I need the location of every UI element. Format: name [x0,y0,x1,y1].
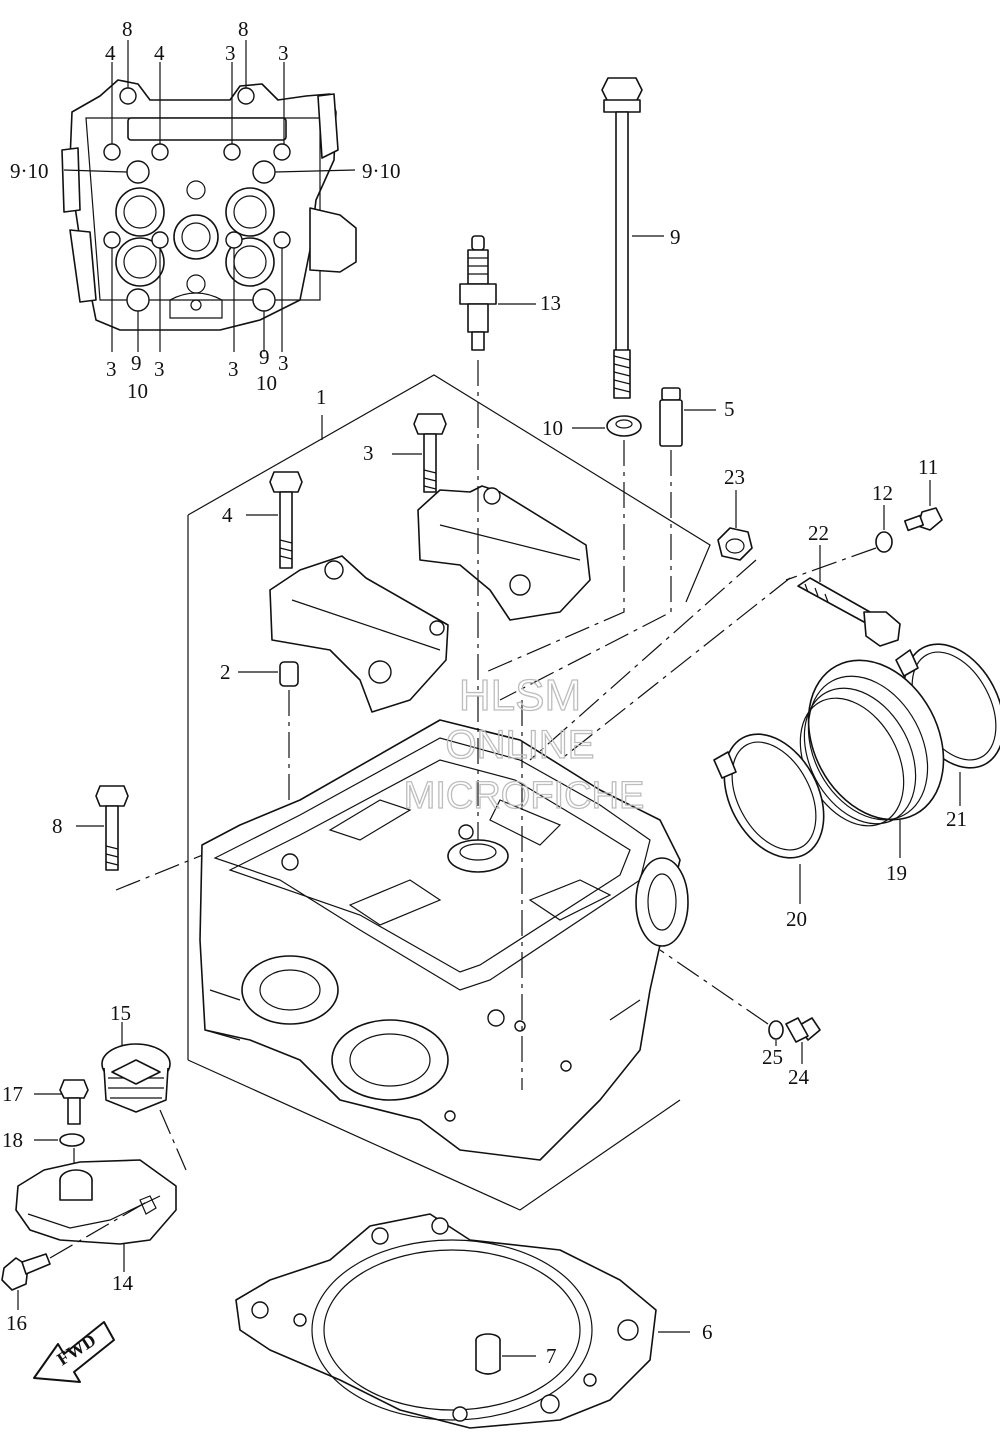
callout: 3 [225,41,236,65]
callout: 20 [786,907,807,931]
cylinder-head-top-view [61,40,357,352]
callout: 6 [702,1320,713,1344]
callout: 11 [918,455,938,479]
bolt-16 [1,1199,151,1310]
watermark-line-3: MICROFICHE [404,775,645,817]
callout: 9 [131,351,142,375]
washer-18 [34,1133,85,1170]
intake-pipe-19 [799,659,945,858]
callout: 17 [2,1082,23,1106]
callout: 1 [316,385,327,409]
bolt-22 [559,545,901,761]
thermostat-cover-14 [15,1159,177,1272]
callout: 25 [762,1045,783,1069]
washer-25 [768,1020,784,1046]
fwd-arrow-icon: FWD [33,1321,115,1383]
clamp-20 [713,733,825,904]
callout: 3 [363,441,374,465]
thermostat-15 [101,1022,187,1171]
callout: 2 [220,660,231,684]
callout: 3 [278,351,289,375]
callout: 5 [724,397,735,421]
bolt-24 [659,949,821,1064]
bolt-17 [34,1079,89,1125]
callout: 18 [2,1128,23,1152]
watermark-line-2: ONLINE [446,723,595,767]
oil-bolt-5 [659,387,716,447]
camshaft-holder-exhaust [269,555,449,713]
camshaft-holder-intake [417,485,591,621]
callout: 8 [238,17,249,41]
nut-23 [529,490,757,761]
callout: 9·10 [10,159,49,183]
callout: 15 [110,1001,131,1025]
callout: 12 [872,481,893,505]
callout: 9·10 [362,159,401,183]
callout: 10 [127,379,148,403]
callout: 10 [542,416,563,440]
exploded-view: FWD [1,77,1000,1429]
callout: 24 [788,1065,810,1089]
callout: 7 [546,1344,557,1368]
callout: 14 [112,1271,134,1295]
screw-11 [903,480,943,532]
dowel-pin-7 [475,1333,536,1375]
washer-10 [572,415,642,437]
callout: 19 [886,861,907,885]
callout: 9 [670,225,681,249]
callout: 4 [222,503,233,527]
spark-plug-13 [459,235,536,351]
callout: 23 [724,465,745,489]
washer-12 [785,505,893,581]
callout: 21 [946,807,967,831]
callout: 3 [106,357,117,381]
bolt-8 [76,785,241,891]
cylinder-head-bolt-9 [601,77,664,399]
bolt-3 [392,413,447,493]
cylinder-head-1 [199,719,689,1161]
watermark-line-1: HLSM [459,671,581,720]
callout: 4 [154,41,165,65]
callout: 9 [259,345,270,369]
callout: 16 [6,1311,27,1335]
head-gasket-6 [235,1213,690,1429]
bolt-4 [246,471,303,569]
callout: 4 [105,41,116,65]
callout: 8 [122,17,133,41]
callout: 8 [52,814,63,838]
watermark: HLSM ONLINE MICROFICHE [403,670,645,817]
assembly-frame [187,374,711,1060]
callout: 22 [808,521,829,545]
callout: 3 [154,357,165,381]
callout: 10 [256,371,277,395]
callout-labels: 8 4 4 8 3 3 9·10 9·10 3 9 3 10 3 9 3 10 … [2,17,967,1368]
callout: 13 [540,291,561,315]
callout: 3 [228,357,239,381]
callout: 3 [278,41,289,65]
